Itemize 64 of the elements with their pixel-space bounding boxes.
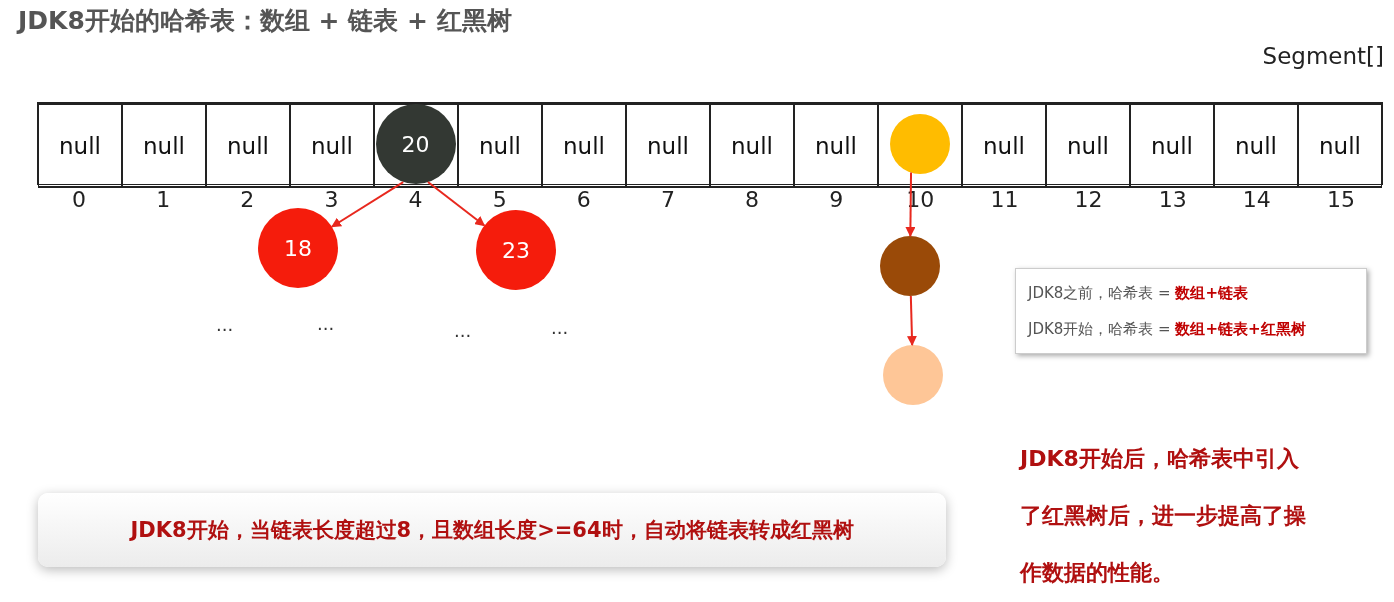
array-heading: Segment[] [1262, 43, 1384, 69]
arrow [426, 181, 486, 227]
cell-value: null [1235, 132, 1277, 159]
cell-value: null [983, 132, 1025, 159]
array-cell [794, 103, 878, 188]
cell-value: null [647, 132, 689, 159]
index-number: 11 [989, 187, 1020, 212]
note-text: JDK8之前，哈希表 = 数组+链表 [1028, 283, 1250, 303]
cell-value: null [1319, 132, 1361, 159]
index-number: 0 [71, 187, 88, 212]
array-cell [710, 103, 794, 188]
array-cell [1214, 103, 1298, 188]
index-number: 1 [155, 187, 172, 212]
array-cell [542, 103, 626, 188]
ellipsis: ... [454, 320, 472, 341]
cell-value: null [311, 132, 353, 159]
array-cell [626, 103, 710, 188]
cell-value: null [479, 132, 521, 159]
note-card [1015, 268, 1367, 354]
index-number: 14 [1241, 187, 1272, 212]
index-number: 13 [1157, 187, 1188, 212]
note-text: JDK8开始，哈希表 = 数组+链表+红黑树 [1028, 319, 1307, 339]
rule-banner [38, 493, 946, 567]
cell-value: null [815, 132, 857, 159]
list-node-circle [880, 236, 940, 296]
array-cell [1298, 103, 1382, 188]
index-number: 3 [323, 187, 340, 212]
array-cell [206, 103, 290, 188]
array-cell [1130, 103, 1214, 188]
cell-value: null [563, 132, 605, 159]
array-cell [878, 103, 962, 188]
arrow [906, 295, 917, 346]
index-number: 12 [1073, 187, 1104, 212]
array-cell [1046, 103, 1130, 188]
index-number: 8 [744, 187, 761, 212]
ellipsis: ... [551, 317, 569, 338]
cell-value: null [731, 132, 773, 159]
array-cell [122, 103, 206, 188]
index-number: 5 [491, 187, 508, 212]
cell-value: null [227, 132, 269, 159]
array-cell [962, 103, 1046, 188]
list-node-circle [883, 345, 943, 405]
cell-value: null [143, 132, 185, 159]
ellipsis: ... [317, 313, 335, 334]
array-cell [458, 103, 542, 188]
node-value: 23 [502, 237, 530, 263]
cell-value: null [59, 132, 101, 159]
index-number: 15 [1325, 187, 1356, 212]
cell-value: null [1151, 132, 1193, 159]
index-number: 7 [659, 187, 676, 212]
arrow [330, 181, 405, 228]
index-number: 4 [407, 187, 424, 212]
summary-text: JDK8开始后，哈希表中引入了红黑树后，进一步提高了操作数据的性能。 [1020, 445, 1307, 587]
ellipsis: ... [216, 314, 234, 335]
title: JDK8开始的哈希表：数组 + 链表 + 红黑树 [18, 5, 512, 37]
cell-value: null [1067, 132, 1109, 159]
index-number: 2 [239, 187, 256, 212]
array-cell [38, 103, 122, 188]
index-number: 6 [575, 187, 592, 212]
node-value: 18 [284, 235, 312, 261]
array-cell [290, 103, 374, 188]
banner-text: JDK8开始，当链表长度超过8，且数组长度>=64时，自动将链表转成红黑树 [130, 517, 854, 544]
index-number: 9 [828, 187, 845, 212]
node-value: 20 [401, 131, 430, 157]
